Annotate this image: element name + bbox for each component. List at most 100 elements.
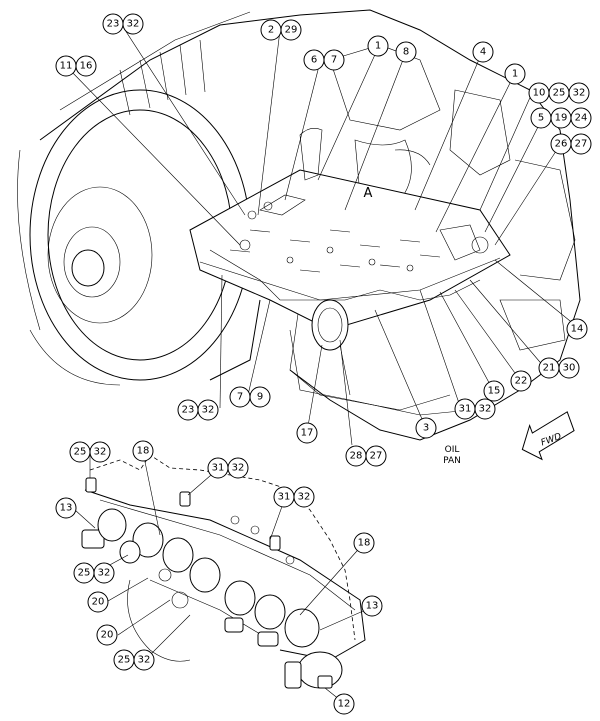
callout-4: 4 (472, 41, 494, 63)
callout-3: 3 (415, 417, 437, 439)
callout-5-text: 5 (538, 113, 544, 124)
solenoid-5 (224, 580, 256, 633)
callout-32-lower-d-text: 32 (98, 568, 111, 579)
callout-32-bottom-text: 32 (202, 405, 215, 416)
torque-converter-housing (17, 11, 301, 386)
leader-lines (69, 29, 576, 701)
callout-24: 24 (570, 107, 592, 129)
callout-29: 29 (280, 19, 302, 41)
oil-pan-label-line2: PAN (443, 456, 461, 466)
callout-15: 15 (483, 380, 505, 402)
callout-30: 30 (558, 357, 580, 379)
callout-6: 6 (303, 49, 325, 71)
callout-19: 19 (550, 107, 572, 129)
callout-32-top-text: 32 (127, 19, 140, 30)
callout-1-right-text: 1 (512, 69, 518, 80)
callout-10-text: 10 (533, 88, 546, 99)
callout-25-lower-a-text: 25 (74, 447, 87, 458)
callout-32-lower-c: 32 (293, 486, 315, 508)
solenoid-4 (189, 557, 221, 593)
callout-21-text: 21 (543, 363, 556, 374)
callout-14: 14 (566, 318, 588, 340)
solenoids (81, 508, 343, 689)
callout-27-bottom-text: 27 (370, 451, 383, 462)
callout-5: 5 (530, 107, 552, 129)
callout-12: 12 (333, 693, 355, 715)
callout-16-text: 16 (80, 61, 93, 72)
callout-22-text: 22 (515, 376, 528, 387)
callout-26: 26 (550, 133, 572, 155)
oil-pan-label-line1: OIL (445, 445, 460, 455)
callout-7-bottom-text: 7 (237, 392, 243, 403)
callout-8-text: 8 (403, 47, 409, 58)
callout-26-text: 26 (555, 139, 568, 150)
callout-7-bottom: 7 (229, 386, 251, 408)
solenoid-8 (284, 651, 343, 689)
callout-9-text: 9 (257, 392, 263, 403)
callout-27-right: 27 (570, 133, 592, 155)
callout-32-mid-text: 32 (479, 404, 492, 415)
callout-32-mid: 32 (474, 398, 496, 420)
callout-32-lower-e: 32 (133, 649, 155, 671)
solenoid-valve-body-exploded (84, 454, 366, 662)
callout-10: 10 (528, 82, 550, 104)
solenoid-1 (81, 508, 127, 549)
callout-13-left-text: 13 (60, 503, 73, 514)
callout-25-lower-c-text: 25 (118, 655, 131, 666)
callout-11-text: 11 (60, 61, 73, 72)
callout-18-top-text: 18 (137, 446, 150, 457)
callout-11: 11 (55, 55, 77, 77)
callout-25-lower-c: 25 (113, 649, 135, 671)
callout-32-lower-c-text: 32 (298, 492, 311, 503)
callout-31-mid: 31 (454, 398, 476, 420)
callout-13-right: 13 (361, 595, 383, 617)
callout-25-right: 25 (548, 82, 570, 104)
callout-27-right-text: 27 (575, 139, 588, 150)
callout-17: 17 (296, 422, 318, 444)
callout-28: 28 (345, 445, 367, 467)
callout-28-text: 28 (350, 451, 363, 462)
callout-18-top: 18 (132, 440, 154, 462)
callout-23-bottom-text: 23 (182, 405, 195, 416)
callout-20-a-text: 20 (92, 597, 105, 608)
callout-6-text: 6 (311, 55, 317, 66)
callout-32-lower-e-text: 32 (138, 655, 151, 666)
callout-12-text: 12 (338, 699, 351, 710)
solenoid-2 (119, 522, 164, 564)
callout-1-top-text: 1 (375, 41, 381, 52)
solenoid-6 (254, 594, 286, 630)
callout-31-mid-text: 31 (459, 404, 472, 415)
callout-18-right: 18 (353, 532, 375, 554)
callout-2-text: 2 (268, 25, 274, 36)
callout-32-lower-b-text: 32 (232, 463, 245, 474)
callout-20-a: 20 (87, 591, 109, 613)
callout-2: 2 (260, 19, 282, 41)
view-a-label: A (364, 186, 373, 201)
callout-32-lower-b: 32 (227, 457, 249, 479)
callout-32-bottom: 32 (197, 399, 219, 421)
callout-32-right: 32 (568, 82, 590, 104)
callout-25-lower-b: 25 (73, 562, 95, 584)
callout-31-lower-a: 31 (207, 457, 229, 479)
callout-32-right-text: 32 (573, 88, 586, 99)
solenoid-7 (257, 608, 320, 648)
valve-body (189, 128, 511, 351)
callout-14-text: 14 (571, 324, 584, 335)
callout-16: 16 (75, 55, 97, 77)
callout-18-right-text: 18 (358, 538, 371, 549)
callout-32-lower-a-text: 32 (94, 447, 107, 458)
callout-27-bottom: 27 (365, 445, 387, 467)
callout-8: 8 (395, 41, 417, 63)
callout-17-text: 17 (301, 428, 314, 439)
callout-7-top-text: 7 (331, 55, 337, 66)
callout-15-text: 15 (488, 386, 501, 397)
callout-30-text: 30 (563, 363, 576, 374)
callout-23-top: 23 (102, 13, 124, 35)
callout-7-top: 7 (323, 49, 345, 71)
callout-20-b-text: 20 (101, 630, 114, 641)
callout-23-top-text: 23 (107, 19, 120, 30)
solenoid-3 (162, 537, 194, 573)
callout-22: 22 (510, 370, 532, 392)
callout-9: 9 (249, 386, 271, 408)
